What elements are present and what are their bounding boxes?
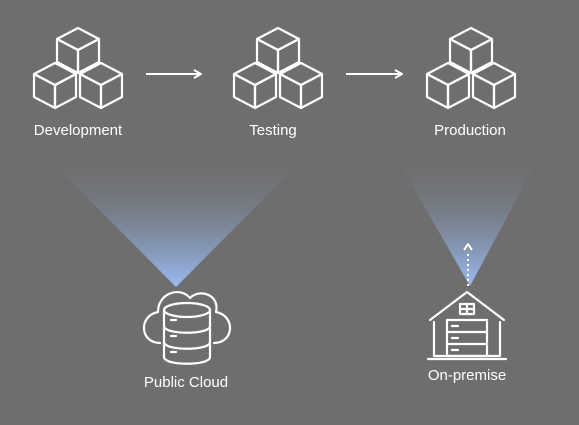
on-premise-beam: [393, 152, 542, 286]
cubes-icon: [32, 26, 124, 110]
cloud-database-icon: [142, 291, 232, 365]
arrow-testing-to-production: [346, 69, 403, 79]
source-label-public-cloud: Public Cloud: [143, 374, 229, 391]
source-label-on-premise: On-premise: [427, 367, 507, 384]
stage-label-production: Production: [434, 122, 506, 139]
datacenter-building-icon: [426, 290, 508, 361]
stage-label-testing: Testing: [249, 122, 297, 139]
arrow-dev-to-testing: [146, 69, 202, 79]
cubes-icon: [232, 26, 324, 110]
stage-label-development: Development: [33, 122, 123, 139]
dotted-arrow-up: [463, 243, 473, 286]
public-cloud-beam: [40, 150, 312, 287]
cubes-icon: [425, 26, 517, 110]
